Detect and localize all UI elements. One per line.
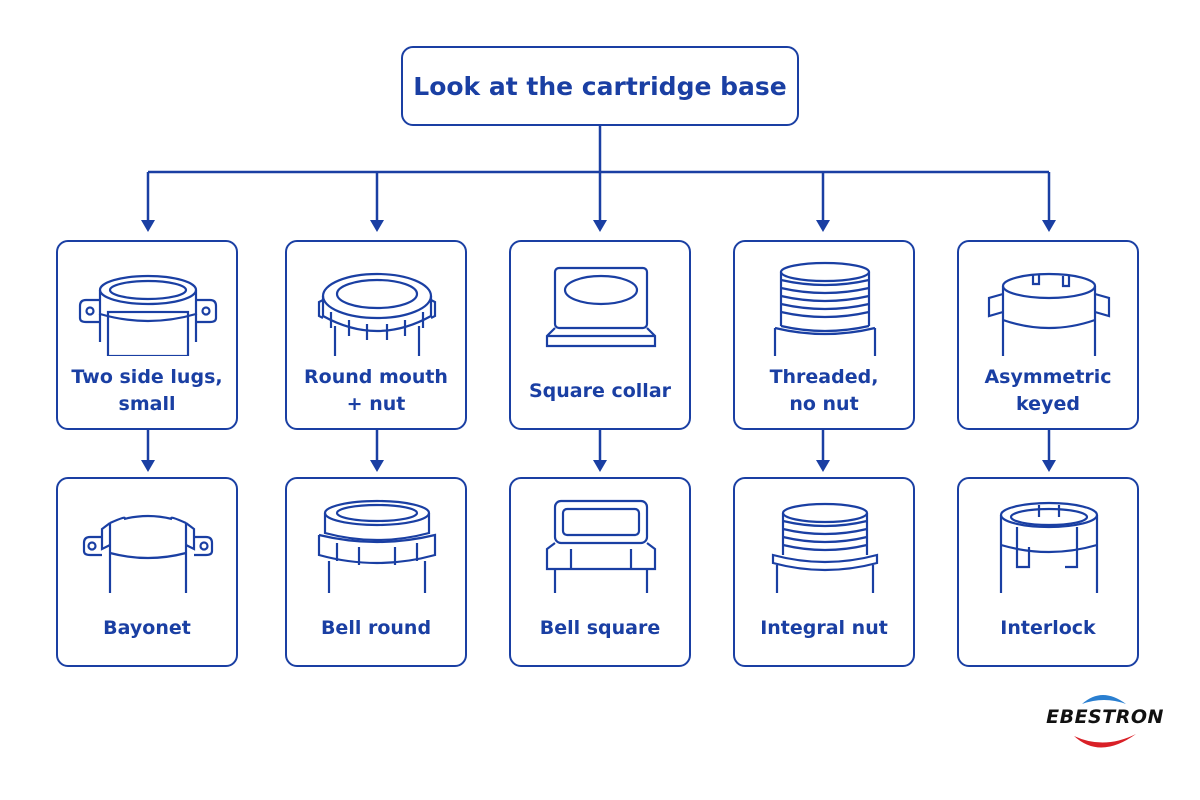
arrowhead xyxy=(1042,220,1056,232)
root-node: Look at the cartridge base xyxy=(401,46,799,126)
result-label: Interlock xyxy=(1000,616,1096,639)
result-label: Bayonet xyxy=(103,616,191,639)
root-label: Look at the cartridge base xyxy=(413,71,787,101)
result-node-integral-nut: Integral nut xyxy=(733,477,915,667)
feature-node-square-collar: Square collar xyxy=(509,240,691,430)
result-label: Integral nut xyxy=(760,616,888,639)
arrowhead xyxy=(816,460,830,472)
feature-label: Asymmetric keyed xyxy=(984,366,1112,415)
feature-node-keyed: Asymmetric keyed xyxy=(957,240,1139,430)
keyed-icon xyxy=(987,272,1111,356)
bell-square-icon xyxy=(545,499,657,593)
ebestron-logo: EBESTRON xyxy=(1040,684,1170,764)
square-collar-icon xyxy=(545,266,657,348)
arrowhead xyxy=(1042,460,1056,472)
feature-label: Round mouth + nut xyxy=(304,366,448,415)
feature-node-threaded: Threaded, no nut xyxy=(733,240,915,430)
feature-label: Square collar xyxy=(528,379,672,402)
feature-node-round-nut: Round mouth + nut xyxy=(285,240,467,430)
round-nut-icon xyxy=(317,272,437,356)
arrowhead xyxy=(593,220,607,232)
arrowhead xyxy=(141,220,155,232)
result-node-bell-round: Bell round xyxy=(285,477,467,667)
feature-label: Threaded, no nut xyxy=(769,366,879,415)
arrowhead xyxy=(370,460,384,472)
arrowhead xyxy=(816,220,830,232)
feature-node-side-lugs: Two side lugs, small xyxy=(56,240,238,430)
arrowhead xyxy=(593,460,607,472)
logo-swoosh-icon xyxy=(1074,695,1136,748)
bayonet-icon xyxy=(82,514,214,593)
feature-label: Two side lugs, small xyxy=(71,366,223,415)
integral-nut-icon xyxy=(771,502,879,593)
arrowhead xyxy=(141,460,155,472)
result-label: Bell square xyxy=(539,616,661,639)
side-lugs-icon xyxy=(78,274,218,356)
logo-text: EBESTRON xyxy=(1046,706,1164,728)
bell-round-icon xyxy=(317,499,437,593)
result-node-bell-square: Bell square xyxy=(509,477,691,667)
threaded-icon xyxy=(773,261,877,356)
result-node-bayonet: Bayonet xyxy=(56,477,238,667)
interlock-icon xyxy=(999,501,1099,593)
result-label: Bell round xyxy=(320,616,432,639)
arrowhead xyxy=(370,220,384,232)
result-node-interlock: Interlock xyxy=(957,477,1139,667)
